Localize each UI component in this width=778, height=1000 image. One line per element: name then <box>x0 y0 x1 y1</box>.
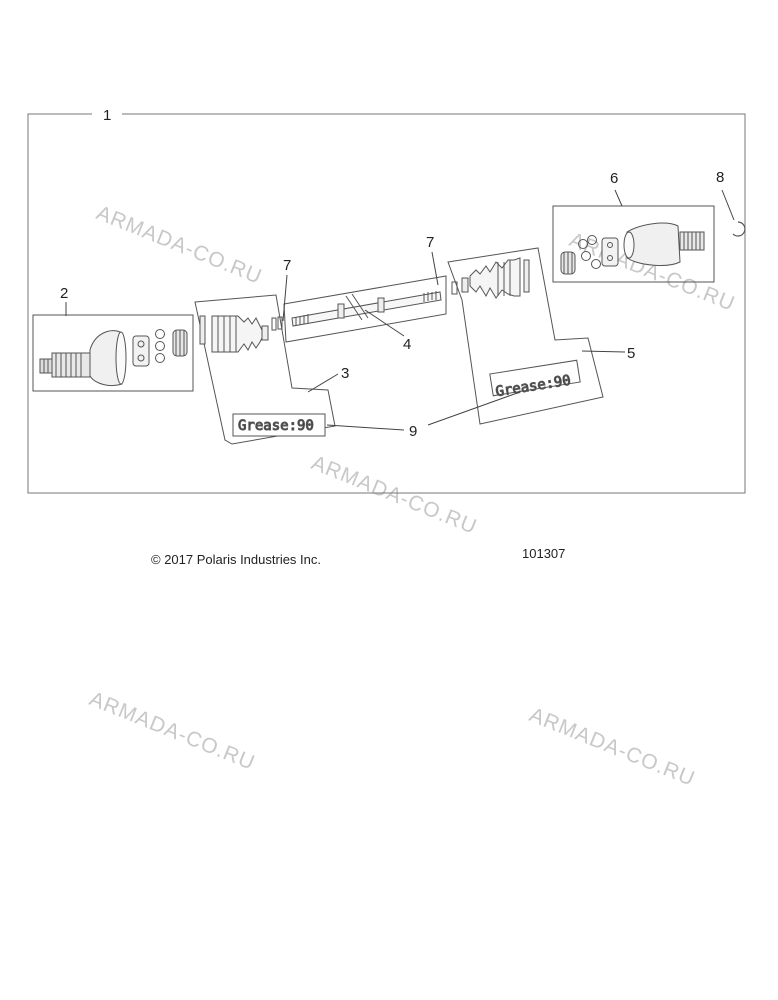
part-4-shaft <box>283 275 447 343</box>
callout-6: 6 <box>610 170 618 187</box>
part-5-boot-kit-inner: Grease:90 <box>447 247 604 425</box>
callout-7-left: 7 <box>283 257 291 274</box>
part-8-snap-ring <box>732 221 746 237</box>
assembly-frame <box>27 113 746 494</box>
callout-3: 3 <box>341 365 349 382</box>
watermark-text: ARMADA-CO.RU <box>86 687 258 774</box>
part-2-outer-cv-joint <box>32 314 194 392</box>
watermark-text: ARMADA-CO.RU <box>308 451 480 538</box>
callout-1: 1 <box>103 107 111 124</box>
callout-5: 5 <box>627 345 635 362</box>
callout-9: 9 <box>409 423 417 440</box>
watermark-text: ARMADA-CO.RU <box>526 703 698 790</box>
grease-label-left: Grease:90 <box>238 418 314 434</box>
leader-lines <box>65 189 735 431</box>
callout-8: 8 <box>716 169 724 186</box>
callouts: 1 2 3 4 5 6 7 7 8 9 <box>60 107 724 440</box>
watermark-text: ARMADA-CO.RU <box>93 201 265 288</box>
diagram-reference-number: 101307 <box>522 546 566 561</box>
callout-4: 4 <box>403 336 411 353</box>
callout-7-right: 7 <box>426 234 434 251</box>
watermarks: ARMADA-CO.RU ARMADA-CO.RU ARMADA-CO.RU A… <box>86 201 738 790</box>
part-6-inner-cv-joint <box>552 205 715 283</box>
part-3-boot-kit-outer: Grease:90 <box>194 294 336 445</box>
copyright-text: © 2017 Polaris Industries Inc. <box>151 552 321 567</box>
callout-2: 2 <box>60 285 68 302</box>
